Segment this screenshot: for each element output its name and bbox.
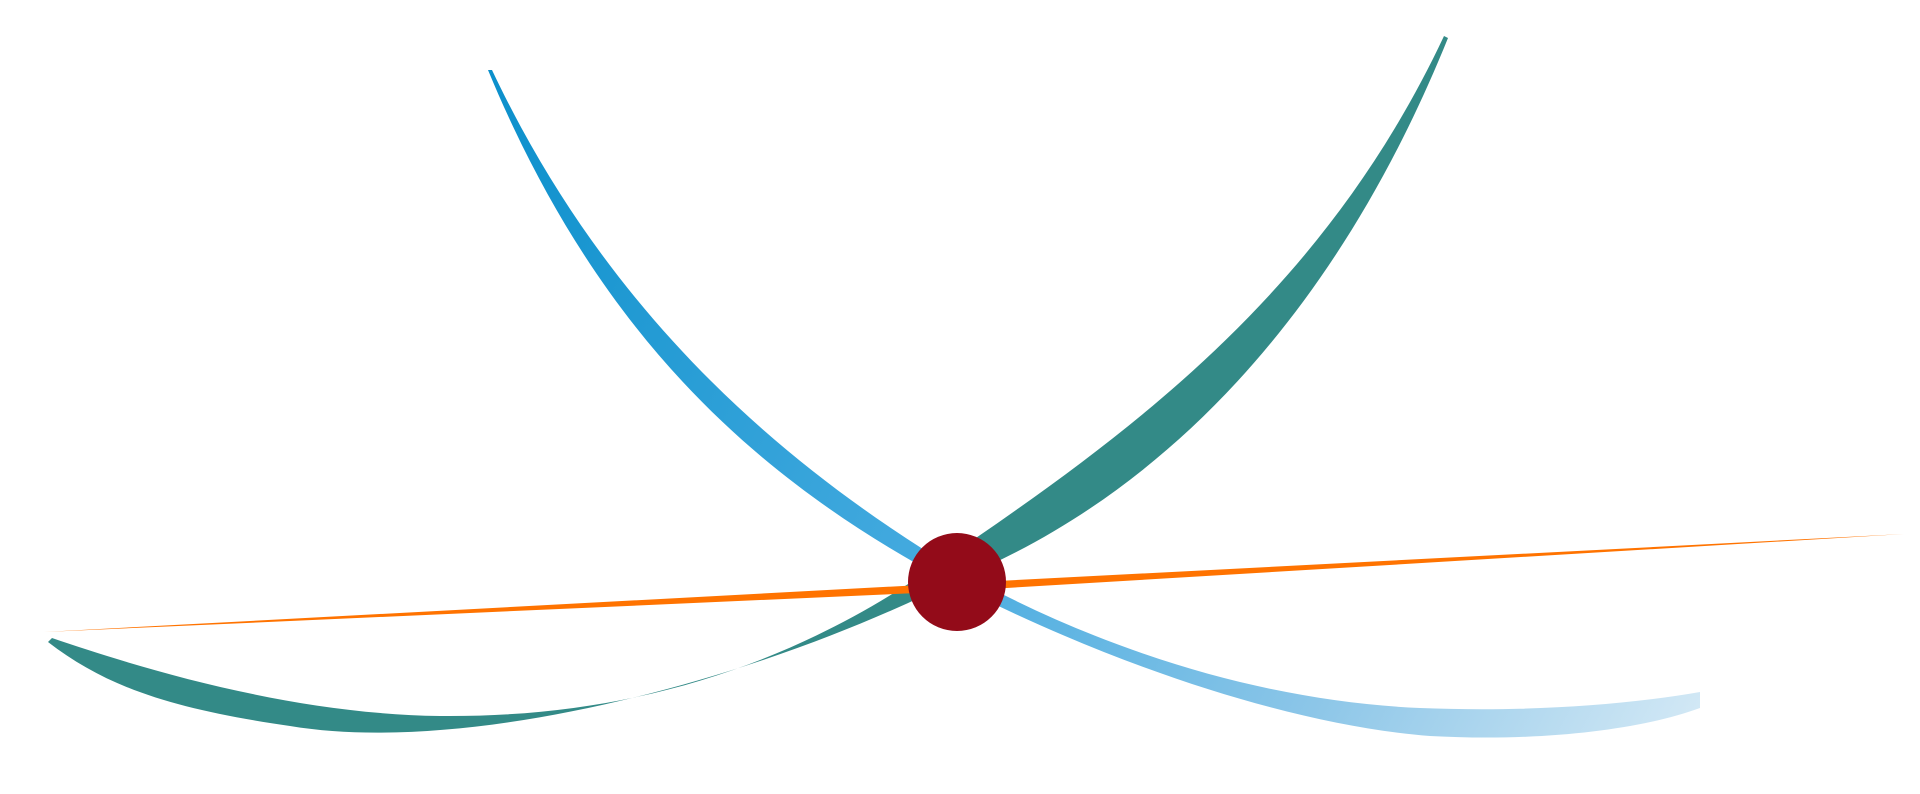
center-dot-icon — [908, 533, 1006, 631]
teal-swoosh-icon — [48, 36, 1448, 733]
blue-swoosh-icon — [488, 70, 1700, 738]
